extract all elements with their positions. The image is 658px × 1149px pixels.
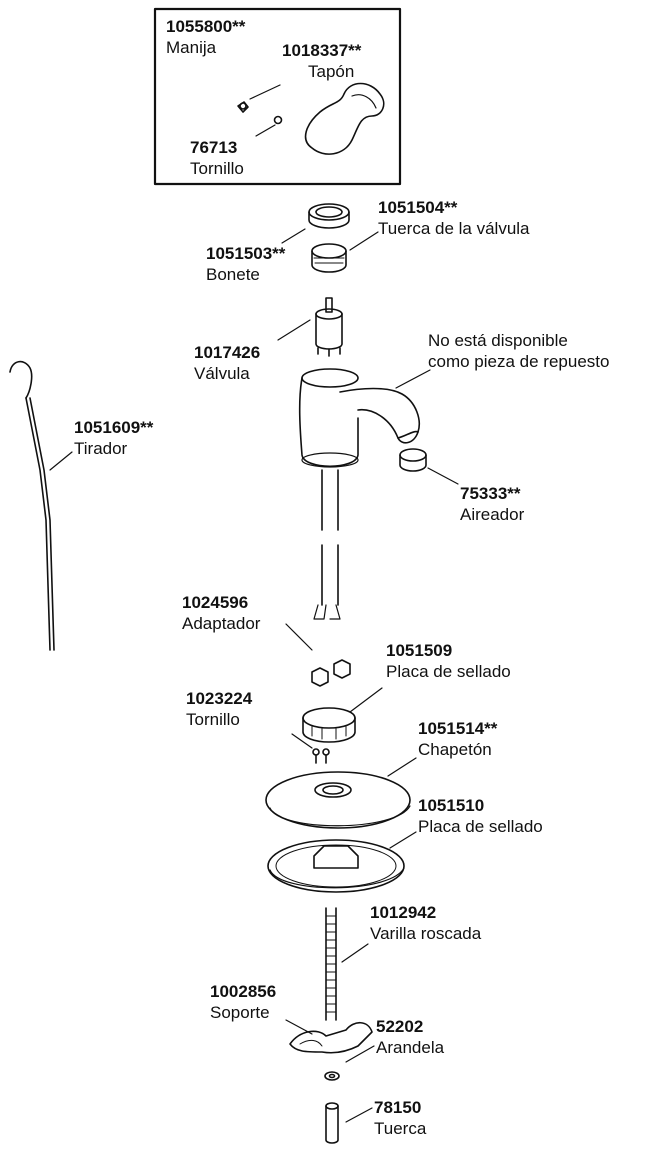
label-bonnet: 1051503** Bonete: [206, 243, 285, 285]
lift-rod-drawing: [9, 360, 55, 651]
part-number: 76713: [190, 138, 238, 157]
mount-screw-drawing: [312, 748, 330, 764]
valve-drawing: [315, 297, 343, 357]
part-name: Bonete: [206, 265, 260, 284]
handle-screw-drawing: [273, 115, 283, 125]
adapter-leader: [285, 623, 313, 651]
part-name: Aireador: [460, 505, 525, 524]
screw-leader: [255, 124, 276, 137]
part-name: Tuerca de la válvula: [378, 219, 530, 238]
part-number: 52202: [376, 1017, 424, 1036]
label-handle: 1055800** Manija: [166, 16, 245, 58]
cap-leader: [249, 84, 281, 100]
part-number: 1051514**: [418, 719, 498, 738]
escutcheon-drawing: [265, 771, 411, 829]
handle-kit-box: [153, 7, 402, 186]
label-sealing-plate-2: 1051510 Placa de sellado: [418, 795, 543, 837]
label-valve-nut: 1051504** Tuerca de la válvula: [378, 197, 530, 239]
aerator-leader: [427, 467, 459, 485]
part-number: 1023224: [186, 689, 253, 708]
valve-leader: [277, 319, 311, 341]
part-number: 78150: [374, 1098, 422, 1117]
part-name: Adaptador: [182, 614, 261, 633]
label-escutcheon: 1051514** Chapetón: [418, 718, 497, 760]
label-sealing-plate-1: 1051509 Placa de sellado: [386, 640, 511, 682]
washer-drawing: [324, 1071, 340, 1081]
bracket-leader: [285, 1019, 313, 1035]
part-number: 1051609**: [74, 418, 154, 437]
washer-leader: [345, 1045, 375, 1063]
spout-note-line1: No está disponible: [428, 331, 568, 350]
label-mount-screw: 1023224 Tornillo: [186, 688, 252, 730]
adapter-drawing: [311, 659, 351, 687]
part-number: 1051510: [418, 796, 485, 815]
part-number: 1017426: [194, 343, 261, 362]
label-adapter: 1024596 Adaptador: [182, 592, 260, 634]
bonnet-drawing: [311, 243, 347, 273]
sealing-plate-1-drawing: [302, 707, 356, 743]
part-number: 1051504**: [378, 198, 458, 217]
faucet-body-drawing: [298, 368, 420, 620]
label-bracket: 1002856 Soporte: [210, 981, 276, 1023]
part-name: Tirador: [74, 439, 128, 458]
part-name: Válvula: [194, 364, 250, 383]
part-name: Tornillo: [186, 710, 240, 729]
part-number: 1018337**: [282, 41, 362, 60]
part-name: Tuerca: [374, 1119, 427, 1138]
escutcheon-leader: [387, 757, 417, 777]
part-name: Placa de sellado: [418, 817, 543, 836]
part-name: Tapón: [308, 62, 355, 81]
cap-drawing: [237, 101, 249, 113]
label-threaded-rod: 1012942 Varilla roscada: [370, 902, 481, 944]
sealing-plate-2-leader: [389, 831, 417, 849]
spout-note: No está disponible como pieza de repuest…: [428, 330, 609, 372]
sealing-plate-1-leader: [349, 687, 383, 713]
label-lift-rod: 1051609** Tirador: [74, 417, 153, 459]
part-name: Tornillo: [190, 159, 244, 178]
mount-screw-leader: [291, 733, 313, 749]
bonnet-leader: [281, 228, 306, 244]
nut-leader: [345, 1107, 373, 1123]
part-name: Arandela: [376, 1038, 445, 1057]
aerator-drawing: [399, 448, 427, 472]
part-name: Soporte: [210, 1003, 270, 1022]
label-aerator: 75333** Aireador: [460, 483, 524, 525]
valve-nut-drawing: [308, 203, 350, 229]
nut-drawing: [325, 1102, 339, 1144]
label-cap: 1018337** Tapón: [282, 40, 361, 82]
part-number: 1055800**: [166, 17, 246, 36]
part-name: Chapetón: [418, 740, 492, 759]
label-valve: 1017426 Válvula: [194, 342, 260, 384]
part-number: 75333**: [460, 484, 521, 503]
spout-note-leader: [395, 369, 431, 389]
lift-rod-leader: [49, 451, 73, 471]
spout-note-line2: como pieza de repuesto: [428, 352, 610, 371]
sealing-plate-2-drawing: [267, 839, 405, 893]
valve-nut-leader: [349, 231, 379, 251]
part-name: Manija: [166, 38, 217, 57]
bracket-drawing: [289, 1021, 373, 1054]
label-washer: 52202 Arandela: [376, 1016, 444, 1058]
threaded-rod-drawing: [325, 907, 337, 1021]
part-number: 1051509: [386, 641, 453, 660]
threaded-rod-leader: [341, 943, 369, 963]
label-handle-screw: 76713 Tornillo: [190, 137, 244, 179]
part-number: 1051503**: [206, 244, 286, 263]
part-name: Placa de sellado: [386, 662, 511, 681]
part-number: 1024596: [182, 593, 249, 612]
part-number: 1002856: [210, 982, 277, 1001]
label-nut: 78150 Tuerca: [374, 1097, 426, 1139]
handle-drawing: [304, 82, 385, 155]
part-name: Varilla roscada: [370, 924, 482, 943]
part-number: 1012942: [370, 903, 437, 922]
